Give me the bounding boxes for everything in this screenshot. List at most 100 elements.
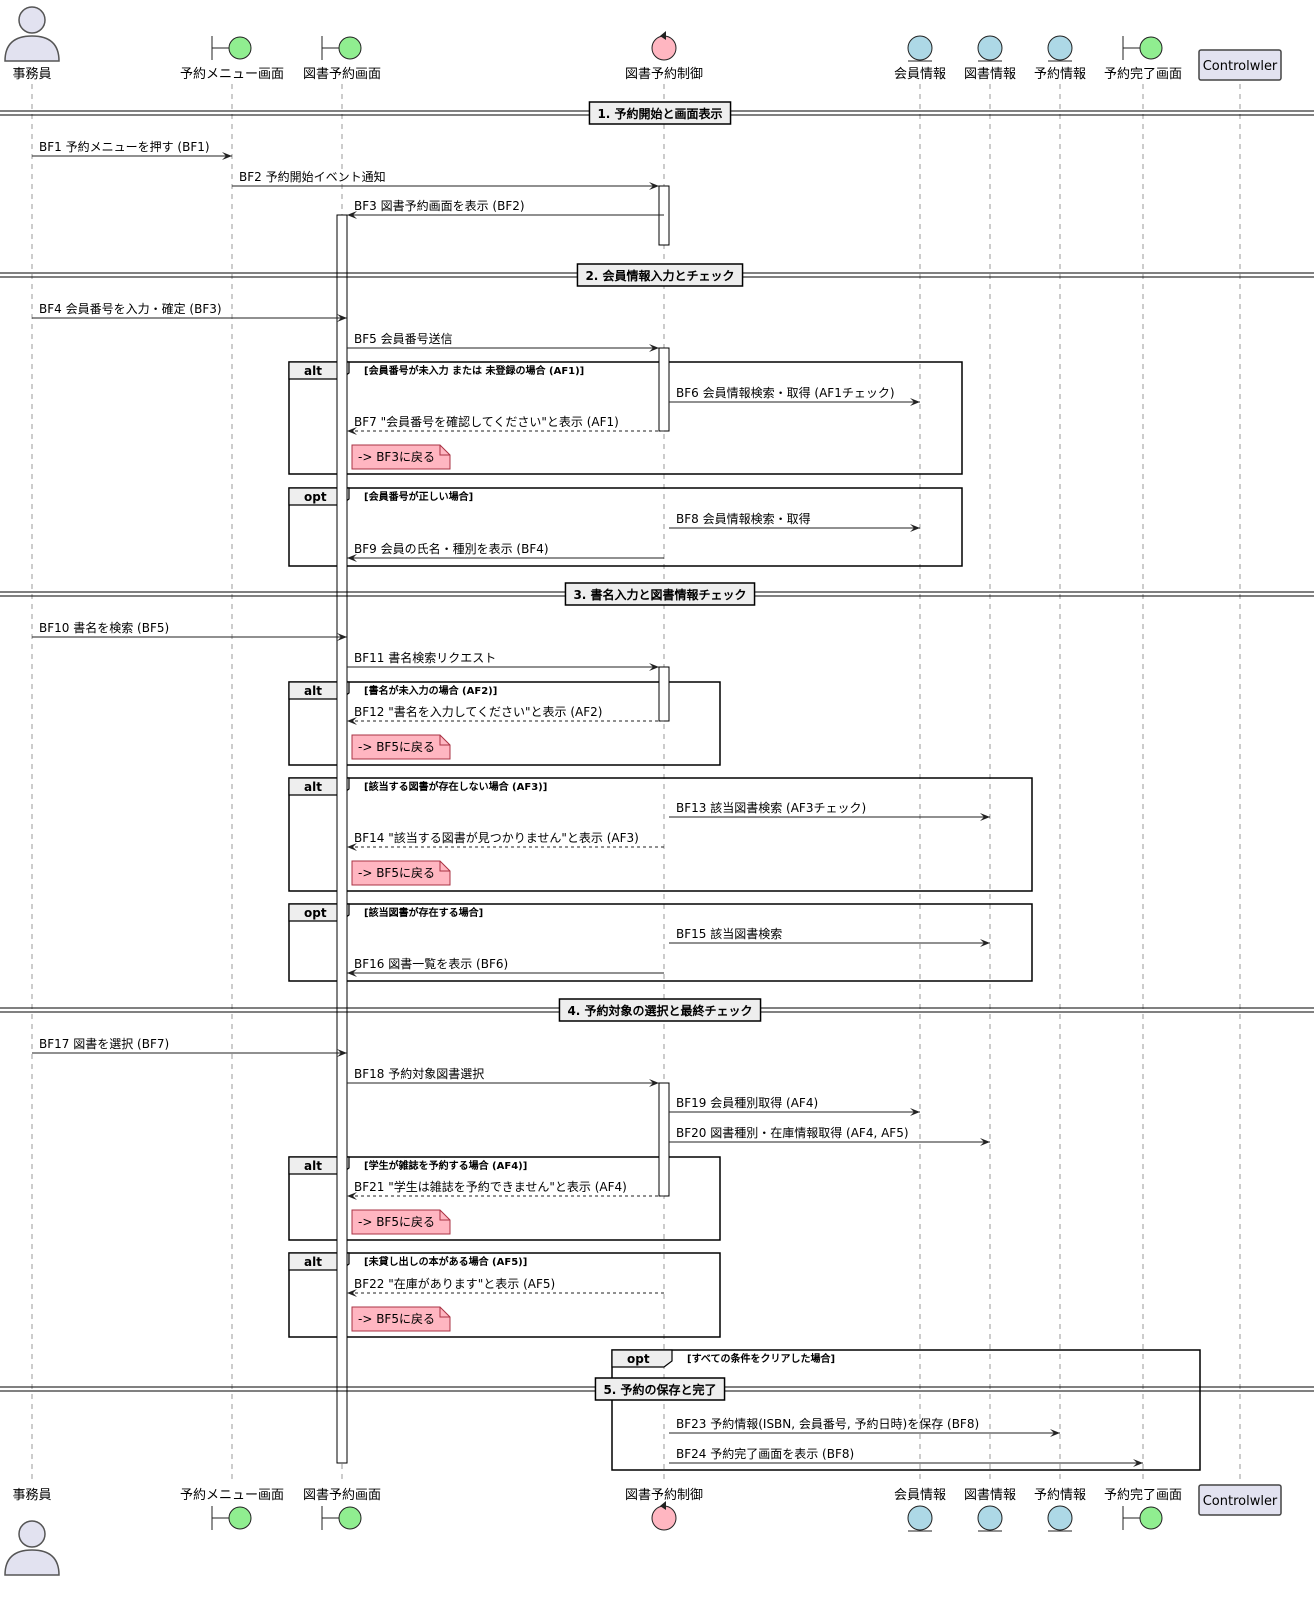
fragment-frame [288, 361, 963, 475]
fragment-guard: [該当図書が存在する場合] [364, 906, 483, 919]
participant-member-top: 会員情報 [894, 35, 946, 82]
arrowhead [337, 633, 347, 641]
message-arrow: BF21 "学生は雑誌を予約できません"と表示 (AF4) [347, 1179, 664, 1200]
entity-icon [977, 1505, 1003, 1531]
arrowhead [347, 969, 357, 977]
actor-icon [18, 1520, 46, 1548]
message-arrow: BF18 予約対象図書選択 [347, 1066, 659, 1087]
control-arrow [660, 31, 666, 40]
participant-box [1198, 49, 1282, 81]
fragment-opt: opt[すべての条件をクリアした場合] [611, 1349, 1201, 1471]
note-fold [439, 861, 450, 872]
fragment-alt: alt[学生が雑誌を予約する場合 (AF4)] [288, 1156, 721, 1241]
note-text: -> BF5に戻る [358, 866, 435, 880]
activation-bar [658, 1082, 670, 1197]
participant-book-top: 図書情報 [964, 35, 1016, 82]
fragment-frame [288, 681, 721, 766]
note-body [351, 1306, 451, 1332]
fragment-frame [288, 903, 1033, 982]
participant-reserve-bottom: 予約情報 [1034, 1488, 1086, 1532]
message-arrow: BF20 図書種別・在庫情報取得 (AF4, AF5) [669, 1125, 990, 1146]
message-label: BF13 該当図書検索 (AF3チェック) [676, 800, 866, 815]
participant-label: 予約メニュー画面 [180, 1488, 284, 1503]
note: -> BF5に戻る [351, 734, 451, 760]
arrowhead [910, 398, 920, 406]
message-label: BF12 "書名を入力してください"と表示 (AF2) [354, 704, 602, 719]
participant-control-bottom: 図書予約制御 [625, 1488, 703, 1531]
participant-label: 図書予約画面 [303, 1488, 381, 1503]
fragment-guard: [未貸し出しの本がある場合 (AF5)] [364, 1255, 527, 1268]
lifelines [31, 84, 1241, 1484]
note: -> BF5に戻る [351, 860, 451, 886]
control-icon [651, 35, 677, 61]
participant-label: 予約メニュー画面 [180, 67, 284, 82]
section-box [576, 263, 744, 287]
message-label: BF20 図書種別・在庫情報取得 (AF4, AF5) [676, 1125, 909, 1140]
activations [336, 185, 670, 1464]
section-label: 4. 予約対象の選択と最終チェック [567, 1003, 752, 1018]
message-arrow: BF1 予約メニューを押す (BF1) [32, 139, 232, 160]
actor-body [4, 35, 60, 62]
note-fold [439, 445, 450, 456]
entity-icon [977, 35, 1003, 61]
participant-reserve-top: 予約情報 [1034, 35, 1086, 82]
message-label: BF24 予約完了画面を表示 (BF8) [676, 1446, 854, 1461]
message-label: BF22 "在庫があります"と表示 (AF5) [354, 1276, 555, 1291]
arrowhead [910, 1108, 920, 1116]
message-label: BF8 会員情報検索・取得 [676, 511, 811, 526]
arrowhead [980, 813, 990, 821]
fragment-guard: [書名が未入力の場合 (AF2)] [364, 684, 497, 697]
note: -> BF5に戻る [351, 1306, 451, 1332]
message-label: BF23 予約情報(ISBN, 会員番号, 予約日時)を保存 (BF8) [676, 1416, 979, 1431]
fragment-alt: alt[書名が未入力の場合 (AF2)] [288, 681, 721, 766]
boundary-icon [1139, 1506, 1163, 1530]
arrowhead [649, 1079, 659, 1087]
boundary-icon [228, 36, 252, 60]
fragment-frame [288, 777, 1033, 892]
boundary-icon [338, 1506, 362, 1530]
arrowhead [649, 663, 659, 671]
arrowhead [347, 843, 357, 851]
message-label: BF1 予約メニューを押す (BF1) [39, 139, 210, 154]
arrowhead [1133, 1459, 1143, 1467]
fragment-guard: [会員番号が未入力 または 未登録の場合 (AF1)] [364, 364, 584, 377]
participant-label: 予約完了画面 [1104, 67, 1182, 82]
message-arrow: BF11 書名検索リクエスト [347, 650, 659, 671]
message-arrow: BF15 該当図書検索 [669, 926, 990, 947]
participant-label: 事務員 [12, 67, 51, 82]
message-label: BF19 会員種別取得 (AF4) [676, 1095, 818, 1110]
arrowhead [980, 1138, 990, 1146]
arrowhead [337, 314, 347, 322]
message-arrow: BF13 該当図書検索 (AF3チェック) [669, 800, 990, 821]
message-arrow: BF16 図書一覧を表示 (BF6) [347, 957, 664, 977]
participant-label: Controlwler [1203, 59, 1278, 74]
participant-box [1198, 1484, 1282, 1516]
message-arrow: BF24 予約完了画面を表示 (BF8) [669, 1446, 1143, 1467]
activation-bar [658, 347, 670, 432]
fragment-alt: alt[未貸し出しの本がある場合 (AF5)] [288, 1252, 721, 1338]
boundary-icon [228, 1506, 252, 1530]
message-arrow: BF19 会員種別取得 (AF4) [669, 1095, 920, 1116]
message-arrow: BF12 "書名を入力してください"と表示 (AF2) [347, 704, 664, 725]
participant-screen-bottom: 図書予約画面 [303, 1488, 381, 1530]
message-label: BF18 予約対象図書選択 [354, 1066, 484, 1081]
section-label: 3. 書名入力と図書情報チェック [573, 587, 746, 602]
participant-label: 会員情報 [894, 1488, 946, 1503]
participant-label: 予約情報 [1034, 1488, 1086, 1503]
participant-book-bottom: 図書情報 [964, 1488, 1016, 1532]
participant-label: 予約完了画面 [1104, 1488, 1182, 1503]
arrowhead [347, 427, 357, 435]
message-label: BF16 図書一覧を表示 (BF6) [354, 957, 508, 971]
message-arrow: BF8 会員情報検索・取得 [669, 511, 920, 532]
fragment-keyword: opt [304, 906, 327, 920]
fragment-tab [611, 1349, 673, 1368]
arrowhead [347, 211, 357, 219]
fragment-guard: [すべての条件をクリアした場合] [687, 1352, 835, 1365]
participant-label: 予約情報 [1034, 67, 1086, 82]
section-label: 1. 予約開始と画面表示 [597, 106, 722, 121]
message-arrow: BF3 図書予約画面を表示 (BF2) [347, 198, 664, 219]
entity-icon [1047, 35, 1073, 61]
section-box [594, 1377, 726, 1401]
